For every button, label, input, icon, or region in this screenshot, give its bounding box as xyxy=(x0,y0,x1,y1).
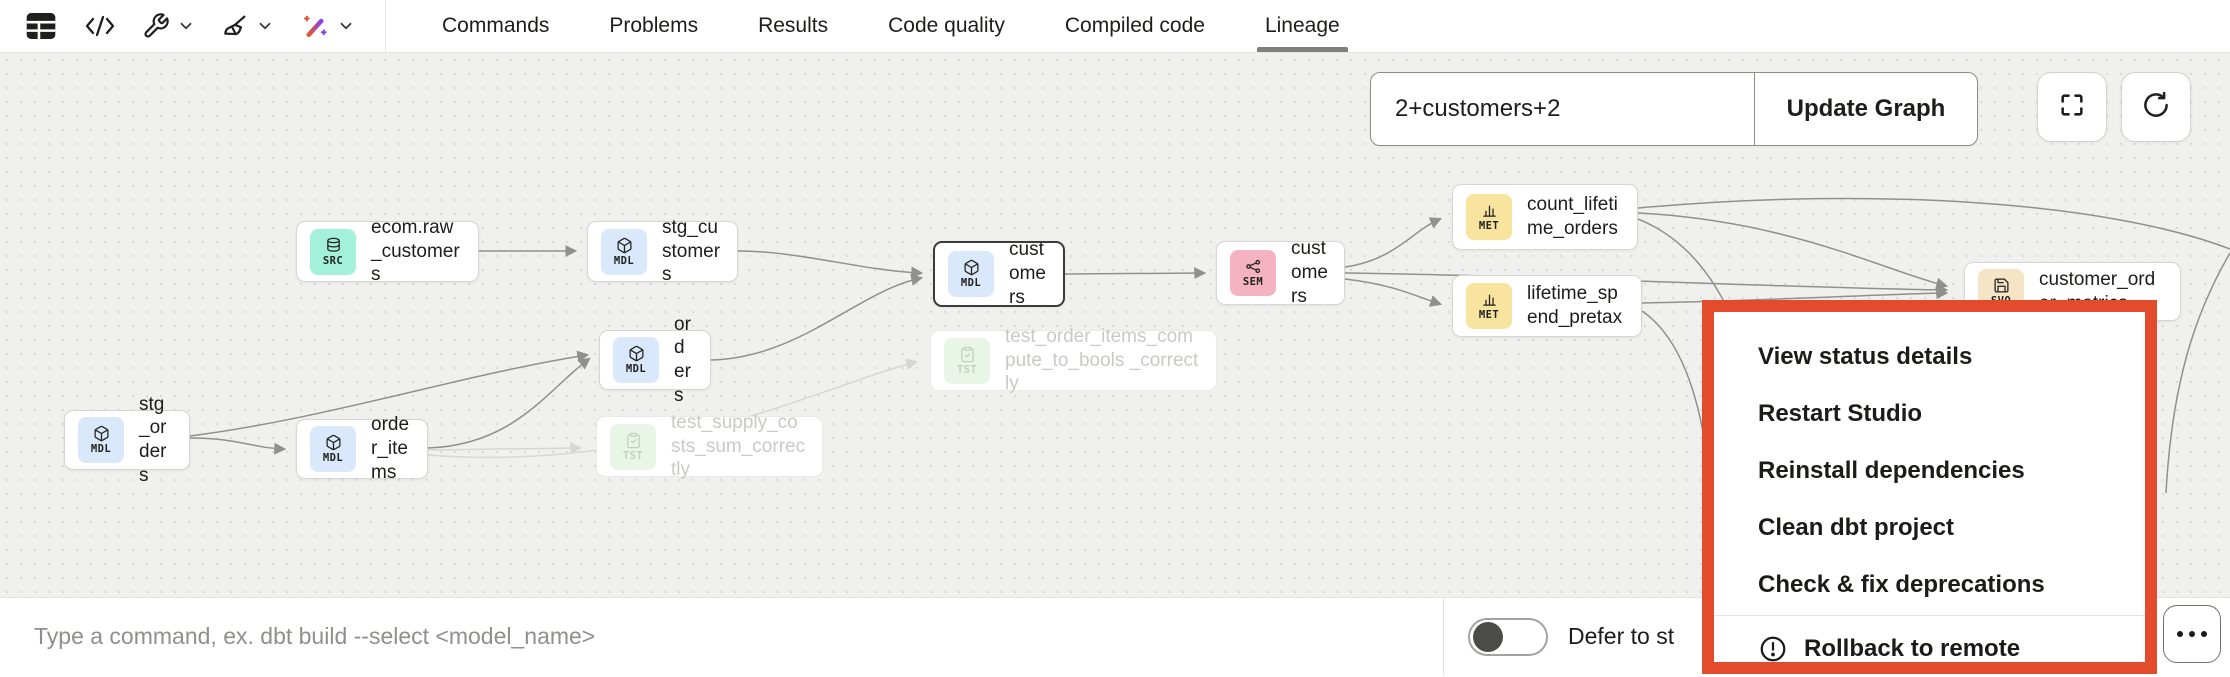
node-label: orders xyxy=(674,313,691,406)
model-icon xyxy=(93,425,110,442)
panel-tabs: Commands Problems Results Code quality C… xyxy=(412,0,1370,52)
badge-label: TST xyxy=(622,449,644,462)
node-label: lifetime_spend_pretax xyxy=(1527,283,1623,328)
semantic-graph-icon xyxy=(1245,258,1262,275)
badge-label: MDL xyxy=(322,452,344,464)
node-label: count_lifetime_orders xyxy=(1527,194,1618,239)
menu-divider xyxy=(1714,615,2145,616)
node-count-lifetime-orders[interactable]: MET count_lifetime_orders xyxy=(1452,184,1638,250)
model-icon xyxy=(628,345,645,362)
defer-label: Defer to st xyxy=(1568,623,1675,649)
model-icon xyxy=(616,237,633,254)
tab-problems[interactable]: Problems xyxy=(609,14,699,37)
tab-commands[interactable]: Commands xyxy=(442,14,550,37)
code-icon xyxy=(84,13,116,39)
badge-label: MDL xyxy=(625,363,647,375)
tab-lineage[interactable]: Lineage xyxy=(1235,0,1370,52)
badge-label: SEM xyxy=(1242,276,1264,288)
node-lifetime-spend-pretax[interactable]: MET lifetime_spend_pretax xyxy=(1452,275,1642,337)
node-stg-customers[interactable]: MDL stg_customers xyxy=(587,217,738,285)
toolbar-divider xyxy=(385,0,386,53)
refresh-icon xyxy=(2141,90,2171,125)
node-label: customers xyxy=(1291,238,1328,307)
graph-selector: Update Graph xyxy=(1370,72,1978,146)
tab-results[interactable]: Results xyxy=(758,14,829,37)
saved-query-icon xyxy=(1993,277,2010,294)
database-icon xyxy=(325,237,342,254)
clipboard-check-icon xyxy=(959,346,976,363)
command-input[interactable] xyxy=(0,598,1443,675)
node-label: ecom.raw_customers xyxy=(371,216,460,286)
chevron-down-icon xyxy=(177,17,195,35)
node-label: test_supply_costs_sum_correctly xyxy=(671,411,806,481)
node-label: order_items xyxy=(371,414,410,483)
node-stg-orders[interactable]: MDL stg_orders xyxy=(64,394,190,486)
node-customers-model[interactable]: MDL customers xyxy=(933,239,1065,308)
top-toolbar: Commands Problems Results Code quality C… xyxy=(0,0,2230,53)
node-customers-semantic[interactable]: SEM customers xyxy=(1216,238,1345,307)
node-order-items[interactable]: MDL order_items xyxy=(296,414,428,483)
fullscreen-icon xyxy=(2058,91,2086,124)
badge-label: MDL xyxy=(960,277,982,289)
clipboard-check-icon xyxy=(625,432,642,449)
bar-chart-icon xyxy=(1481,202,1498,219)
menu-item-restart-studio[interactable]: Restart Studio xyxy=(1758,399,1923,427)
refresh-button[interactable] xyxy=(2121,72,2191,142)
node-orders[interactable]: MDL orders xyxy=(599,314,711,406)
code-button[interactable] xyxy=(84,13,116,39)
defer-toggle[interactable] xyxy=(1468,617,1548,656)
node-test-supply-costs[interactable]: TST test_supply_costs_sum_correctly xyxy=(596,412,823,480)
table-view-button[interactable] xyxy=(24,11,58,41)
tab-code-quality[interactable]: Code quality xyxy=(888,14,1005,37)
magic-wand-icon xyxy=(300,11,330,41)
node-ecom-raw-customers[interactable]: SRC ecom.raw_customers xyxy=(296,217,479,285)
model-icon xyxy=(325,434,342,451)
node-test-order-items[interactable]: TST test_order_items_compute_to_bools _c… xyxy=(930,326,1217,394)
ellipsis-icon xyxy=(2177,631,2207,637)
chevron-down-icon xyxy=(337,17,355,35)
build-tools-button[interactable] xyxy=(142,12,195,40)
menu-item-rollback-to-remote[interactable]: Rollback to remote xyxy=(1714,620,2145,677)
menu-item-reinstall-dependencies[interactable]: Reinstall dependencies xyxy=(1758,456,2025,484)
menu-item-check-fix-deprecations[interactable]: Check & fix deprecations xyxy=(1758,570,2045,598)
node-label: stg_customers xyxy=(662,216,721,286)
more-options-button[interactable] xyxy=(2163,605,2221,663)
bar-chart-icon xyxy=(1481,291,1498,308)
badge-label: SRC xyxy=(322,254,344,267)
node-label: stg_orders xyxy=(139,393,167,486)
badge-label: MET xyxy=(1478,220,1500,232)
defer-section: Defer to st xyxy=(1443,598,2230,675)
graph-select-input[interactable] xyxy=(1371,73,1754,145)
menu-item-clean-dbt-project[interactable]: Clean dbt project xyxy=(1758,513,1955,541)
badge-label: MDL xyxy=(613,254,635,267)
chevron-down-icon xyxy=(256,17,274,35)
menu-item-view-status-details[interactable]: View status details xyxy=(1758,342,1973,370)
toggle-knob xyxy=(1473,621,1503,652)
badge-label: MET xyxy=(1478,309,1500,321)
menu-item-label: Rollback to remote xyxy=(1804,634,2021,662)
studio-options-menu: View status details Restart Studio Reins… xyxy=(1702,300,2157,674)
badge-label: TST xyxy=(956,363,978,376)
warning-circle-icon xyxy=(1758,634,1788,664)
table-icon xyxy=(24,11,58,41)
toolbar-icon-group xyxy=(0,0,385,52)
node-label: test_order_items_compute_to_bools _corre… xyxy=(1005,325,1199,395)
ai-assist-button[interactable] xyxy=(300,11,355,41)
fullscreen-button[interactable] xyxy=(2037,72,2107,142)
model-icon xyxy=(963,259,980,276)
node-label: customers xyxy=(1009,239,1046,308)
badge-label: MDL xyxy=(90,443,112,455)
tab-compiled-code[interactable]: Compiled code xyxy=(1064,14,1205,37)
clean-tools-button[interactable] xyxy=(221,12,274,40)
update-graph-button[interactable]: Update Graph xyxy=(1786,95,1946,122)
selector-divider xyxy=(1754,73,1755,145)
wrench-icon xyxy=(142,12,170,40)
broom-icon xyxy=(221,12,249,40)
